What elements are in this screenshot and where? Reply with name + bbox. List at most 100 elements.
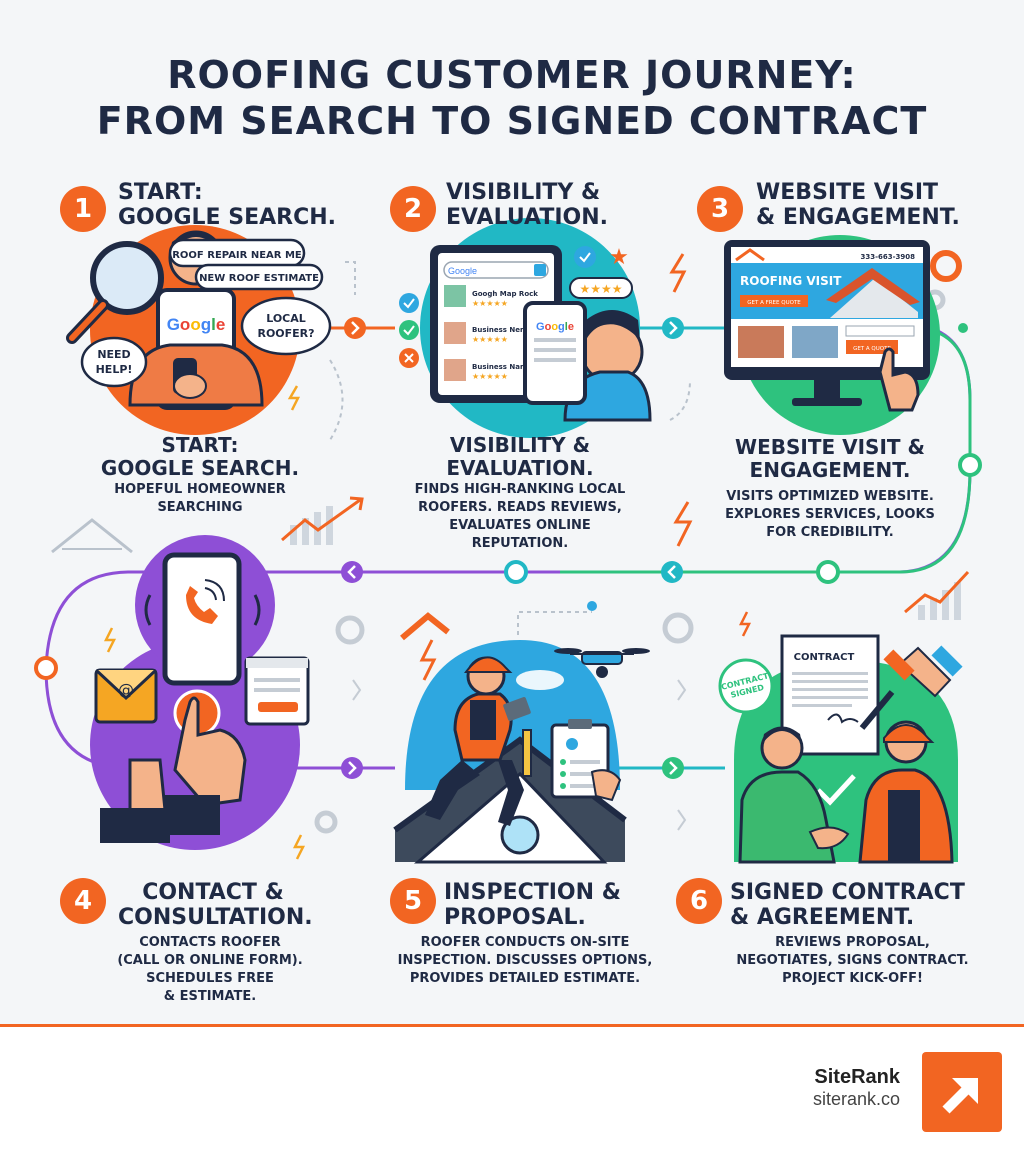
checkmark-icon (816, 774, 856, 806)
drone-icon (554, 648, 650, 678)
path-dot (958, 453, 982, 477)
step-2-caption-heading-line2: EVALUATION. (446, 456, 594, 480)
path-arrow-node (662, 317, 684, 339)
step-2-caption-desc: FINDS HIGH-RANKING LOCAL ROOFERS. READS R… (380, 481, 660, 553)
caption-line: ROOFER CONDUCTS ON-SITE (420, 935, 630, 950)
website-cta: GET A FREE QUOTE (747, 300, 801, 306)
svg-text:Google: Google (536, 321, 574, 333)
path-dot (816, 560, 840, 584)
listing-name: Googh Map Rock (472, 290, 538, 298)
step-6-caption-desc: REVIEWS PROPOSAL, NEGOTIATES, SIGNS CONTR… (715, 934, 990, 988)
step-1-heading-line2: GOOGLE SEARCH. (118, 205, 336, 230)
step-4-heading-line2: CONSULTATION. (118, 905, 313, 930)
decor-house-outline-icon (51, 518, 133, 554)
page-title-line-2: FROM SEARCH TO SIGNED CONTRACT (96, 99, 928, 143)
roof-icon (400, 612, 450, 641)
signed-stamp (718, 658, 774, 714)
step-3-heading: WEBSITE VISIT& ENGAGEMENT. (756, 180, 960, 230)
step-2-heading-line1: VISIBILITY & (446, 180, 601, 205)
step-5-heading: INSPECTION &PROPOSAL. (444, 880, 621, 930)
step-4-caption-desc: CONTACTS ROOFER(CALL OR ONLINE FORM).SCH… (95, 934, 325, 1006)
phone-icon (523, 301, 587, 405)
caption-line: FOR CREDIBILITY. (766, 525, 894, 540)
caption-line: PROVIDES DETAILED ESTIMATE. (409, 971, 641, 986)
step-3-caption-heading-line1: WEBSITE VISIT & (735, 435, 925, 459)
footer (0, 1027, 1024, 1154)
ruler-icon (522, 729, 532, 777)
website-hero-text: ROOFING VISIT (740, 274, 842, 288)
lightning-icon (419, 639, 437, 681)
scene-3-website-visit: 333-663-3908 ROOFING VISIT GET A FREE QU… (724, 235, 940, 435)
hard-hat-icon (883, 724, 935, 743)
step-5-heading-line2: PROPOSAL. (444, 905, 586, 930)
caption-line: (CALL OR ONLINE FORM). (117, 953, 303, 968)
pointing-hand-icon (173, 696, 247, 807)
lightning-icon (738, 611, 752, 637)
hard-hat-icon (464, 656, 513, 673)
step-2-caption-heading-line1: VISIBILITY & (449, 433, 591, 457)
caption-line: & ESTIMATE. (163, 989, 257, 1004)
caption-line: REVIEWS PROPOSAL, (775, 935, 930, 950)
step-6-heading-line1: SIGNED CONTRACT (730, 880, 965, 905)
siterank-logo-icon[interactable] (922, 1052, 1002, 1132)
step-2-heading-line2: EVALUATION. (446, 205, 608, 230)
step-2-heading: VISIBILITY &EVALUATION. (446, 180, 608, 230)
caption-line: SCHEDULES FREE (146, 971, 274, 986)
lightning-icon (103, 627, 117, 653)
svg-text:★★★★★: ★★★★★ (472, 299, 508, 308)
step-5-caption-desc: ROOFER CONDUCTS ON-SITE INSPECTION. DISCU… (380, 934, 670, 988)
scene-5-inspection-proposal (393, 612, 650, 864)
caption-line: SEARCHING (157, 500, 243, 515)
step-4-badge: 4 (60, 878, 106, 924)
scene-1-google-search: Google ROOF REPAIR NEAR ME NEW ROOF ESTI… (66, 225, 332, 435)
step-2-badge: 2 (390, 186, 436, 232)
journey-path (34, 317, 982, 779)
step-3-heading-line1: WEBSITE VISIT (756, 180, 939, 205)
svg-text:★★★★★: ★★★★★ (472, 335, 508, 344)
speech-bubble-text: LOCAL (266, 312, 306, 325)
lightning-icon (673, 501, 693, 547)
step-2-caption-heading: VISIBILITY &EVALUATION. (380, 434, 660, 480)
svg-text:★★★★★: ★★★★★ (472, 372, 508, 381)
svg-text:@: @ (118, 680, 134, 699)
caption-line: PROJECT KICK-OFF! (782, 971, 923, 986)
contract-document-icon (780, 634, 880, 756)
listing-name: Business Name (472, 363, 532, 371)
caption-line: INSPECTION. DISCUSSES OPTIONS, (397, 953, 653, 968)
path-arrow-node (341, 757, 363, 779)
call-icon (186, 586, 218, 624)
path-dot (34, 656, 58, 680)
caption-line: REPUTATION. (471, 536, 569, 551)
brand-block[interactable]: SiteRank siterank.co (813, 1066, 900, 1110)
caption-line: ROOFERS. READS REVIEWS, (418, 500, 622, 515)
caption-line: HOPEFUL HOMEOWNER (114, 482, 286, 497)
pen-icon (859, 690, 895, 730)
step-1-caption-heading-line1: START: (161, 433, 239, 457)
caption-line: FINDS HIGH-RANKING LOCAL (414, 482, 626, 497)
check-icon (574, 246, 596, 268)
step-1-heading: START:GOOGLE SEARCH. (118, 180, 336, 230)
website-phone: 333-663-3908 (860, 253, 915, 261)
growth-chart-icon (904, 570, 970, 620)
caption-line: EXPLORES SERVICES, LOOKS (725, 507, 935, 522)
lightning-icon (287, 385, 301, 411)
speech-bubble-text: HELP! (96, 363, 133, 376)
scene-6-signed-contract: CONTRACT CONTRACT SIGNED (718, 634, 963, 864)
footer-divider (0, 1024, 1024, 1027)
step-3-caption-heading: WEBSITE VISIT &ENGAGEMENT. (700, 436, 960, 482)
step-1-caption-heading: START:GOOGLE SEARCH. (70, 434, 330, 480)
step-3-badge: 3 (697, 186, 743, 232)
gear-icon (930, 250, 962, 282)
pointing-hand-icon (878, 347, 920, 412)
path-arrow-node (661, 561, 683, 583)
path-arrow-node (662, 757, 684, 779)
caption-line: NEGOTIATES, SIGNS CONTRACT. (736, 953, 969, 968)
brand-name: SiteRank (814, 1066, 900, 1088)
brand-url[interactable]: siterank.co (812, 1089, 900, 1109)
path-arrow-node (344, 317, 366, 339)
step-3-caption-heading-line2: ENGAGEMENT. (749, 458, 911, 482)
check-icon (399, 293, 419, 313)
speech-bubble-text: NEW ROOF ESTIMATE (199, 273, 319, 284)
rating-stars: ★★★★ (579, 282, 622, 296)
search-bar-text: Google (448, 266, 477, 276)
